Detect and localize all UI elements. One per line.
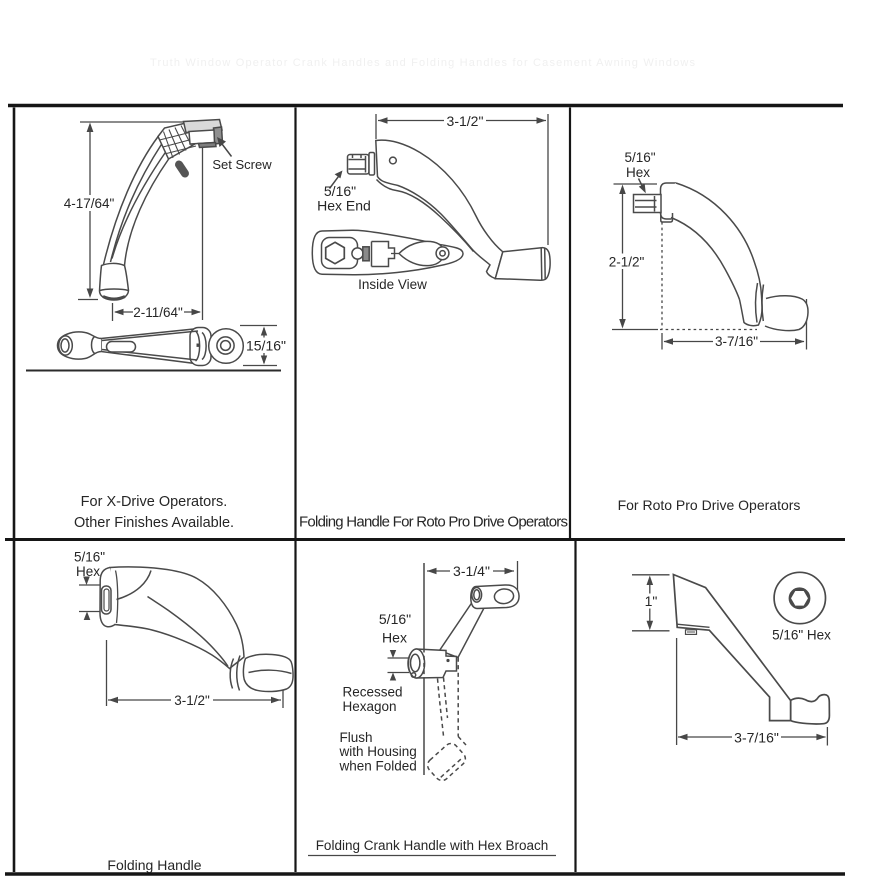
svg-text:2-11/64": 2-11/64" bbox=[133, 305, 183, 320]
svg-text:3-1/4": 3-1/4" bbox=[453, 563, 490, 579]
svg-text:when Folded: when Folded bbox=[339, 759, 417, 774]
svg-text:2-1/2": 2-1/2" bbox=[609, 255, 645, 270]
svg-text:5/16" Hex: 5/16" Hex bbox=[772, 628, 831, 643]
svg-text:Folding Crank Handle with Hex: Folding Crank Handle with Hex Broach bbox=[316, 838, 549, 853]
svg-text:with Housing: with Housing bbox=[339, 744, 417, 759]
svg-text:3-7/16": 3-7/16" bbox=[734, 730, 779, 746]
svg-text:Set Screw: Set Screw bbox=[212, 157, 272, 172]
svg-text:Truth Window Operator Crank Ha: Truth Window Operator Crank Handles and … bbox=[150, 57, 696, 69]
svg-text:5/16": 5/16" bbox=[624, 150, 655, 165]
svg-text:For Roto Pro Drive Operators: For Roto Pro Drive Operators bbox=[618, 497, 801, 513]
svg-text:Hex: Hex bbox=[626, 165, 650, 180]
svg-text:Inside View: Inside View bbox=[358, 277, 427, 292]
svg-text:1": 1" bbox=[645, 593, 658, 609]
svg-text:3-7/16": 3-7/16" bbox=[715, 334, 758, 349]
svg-text:Hex: Hex bbox=[76, 564, 100, 579]
svg-text:Recessed: Recessed bbox=[343, 685, 403, 700]
svg-text:Flush: Flush bbox=[340, 730, 373, 745]
svg-text:3-1/2": 3-1/2" bbox=[447, 113, 484, 129]
svg-text:Folding Handle: Folding Handle bbox=[107, 857, 201, 873]
svg-text:Folding Handle For Roto Pro Dr: Folding Handle For Roto Pro Drive Operat… bbox=[299, 514, 568, 531]
svg-text:Hex End: Hex End bbox=[317, 198, 371, 214]
svg-text:5/16": 5/16" bbox=[379, 611, 411, 627]
svg-text:5/16": 5/16" bbox=[74, 550, 105, 565]
svg-text:4-17/64": 4-17/64" bbox=[64, 196, 115, 211]
svg-text:15/16": 15/16" bbox=[246, 338, 286, 354]
svg-text:5/16": 5/16" bbox=[324, 183, 356, 199]
svg-text:3-1/2": 3-1/2" bbox=[174, 693, 210, 708]
svg-text:Other Finishes Available.: Other Finishes Available. bbox=[74, 515, 234, 531]
svg-text:Hexagon: Hexagon bbox=[343, 699, 397, 714]
svg-text:Hex: Hex bbox=[382, 630, 407, 646]
svg-text:For X-Drive Operators.: For X-Drive Operators. bbox=[81, 494, 228, 510]
